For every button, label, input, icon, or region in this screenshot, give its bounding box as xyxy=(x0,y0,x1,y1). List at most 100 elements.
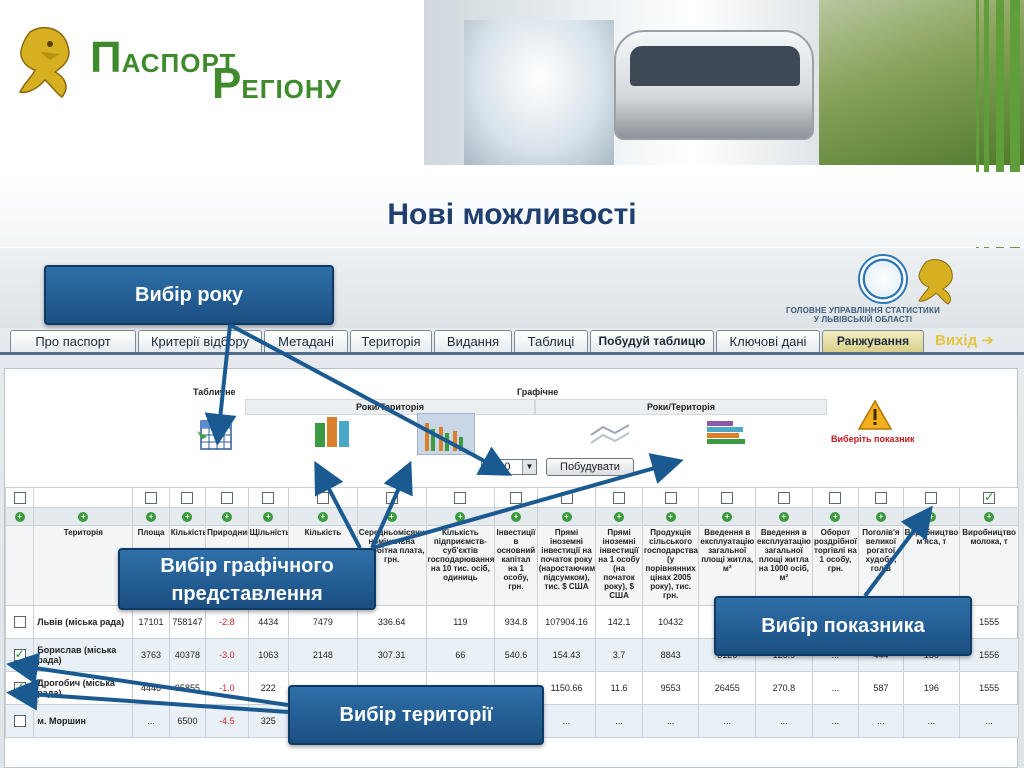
column-checkbox[interactable] xyxy=(560,491,573,504)
plus-icon[interactable]: + xyxy=(182,512,193,522)
column-header[interactable]: Введення в експлуатацію загальної площі … xyxy=(698,525,757,606)
column-checkbox[interactable] xyxy=(721,491,734,504)
column-checkbox[interactable] xyxy=(925,491,938,504)
column-checkbox[interactable] xyxy=(829,491,842,504)
table-cell: 758147 xyxy=(168,605,207,639)
tab-territory[interactable]: Територія xyxy=(350,330,432,352)
column-checkbox[interactable] xyxy=(181,491,194,504)
table-cell: 6500 xyxy=(168,704,207,738)
exit-link[interactable]: Вихід ➔ xyxy=(935,330,994,352)
plus-icon[interactable]: + xyxy=(221,512,232,522)
column-checkbox[interactable] xyxy=(777,491,790,504)
table-view-icon[interactable] xyxy=(195,417,237,453)
row-checkbox[interactable] xyxy=(13,616,26,628)
table-cell: 1063 xyxy=(247,638,290,672)
plus-icon[interactable]: + xyxy=(510,512,521,522)
bus-photo xyxy=(614,30,814,140)
table-cell: -3.0 xyxy=(205,638,249,672)
tab-key-data[interactable]: Ключові дані xyxy=(716,330,820,352)
row-select-cell xyxy=(4,605,35,639)
column-expand-cell: + xyxy=(4,507,35,526)
plus-icon[interactable]: + xyxy=(984,512,995,522)
territory-name: Дрогобич (міська рада) xyxy=(33,671,134,705)
column-header[interactable]: Виробництво м'яса, т xyxy=(902,525,961,606)
column-select-cell xyxy=(132,487,170,508)
column-header[interactable]: Поголів'я великої рогатої худоби, голів xyxy=(858,525,904,606)
line-chart-icon[interactable] xyxy=(589,415,631,451)
callout-territory: Вибір території xyxy=(288,685,544,745)
column-checkbox[interactable] xyxy=(664,491,677,504)
column-checkbox[interactable] xyxy=(454,491,467,504)
column-select-cell xyxy=(425,487,496,508)
tab-criteria[interactable]: Критерії відбору xyxy=(138,330,262,352)
plus-icon[interactable]: + xyxy=(146,512,157,522)
plus-icon[interactable]: + xyxy=(665,512,676,522)
column-header[interactable]: Прямі іноземні інвестиції на початок рок… xyxy=(536,525,597,606)
column-checkbox[interactable] xyxy=(145,491,158,504)
table-cell: 7479 xyxy=(288,605,358,639)
tab-build-table[interactable]: Побудуй таблицю xyxy=(590,330,714,352)
column-header[interactable]: Кількість підприємств-суб'єктів господар… xyxy=(425,525,496,606)
column-checkbox[interactable] xyxy=(220,491,233,504)
column-checkbox[interactable] xyxy=(316,491,329,504)
column-checkbox[interactable] xyxy=(13,491,26,504)
column-header[interactable]: Введення в експлуатацію загальної площі … xyxy=(755,525,813,606)
plus-icon[interactable]: + xyxy=(722,512,733,522)
tab-publications[interactable]: Видання xyxy=(434,330,512,352)
build-button[interactable]: Побудувати xyxy=(546,458,634,476)
tab-ranking[interactable]: Ранжування xyxy=(822,330,924,352)
column-expand-cell: + xyxy=(902,507,961,526)
column-header[interactable]: Виробництво молока, т xyxy=(959,525,1019,606)
plus-icon[interactable]: + xyxy=(926,512,937,522)
plus-icon[interactable]: + xyxy=(561,512,572,522)
row-checkbox[interactable] xyxy=(13,647,26,661)
plus-icon[interactable]: + xyxy=(778,512,789,522)
tab-tables[interactable]: Таблиці xyxy=(514,330,588,352)
column-expand-cell: + xyxy=(959,507,1019,526)
lion-emblem-icon xyxy=(18,26,70,99)
table-cell: 4446 xyxy=(132,671,170,705)
column-checkbox[interactable] xyxy=(385,491,398,504)
column-header[interactable]: Прямі іноземні інвестиції на 1 особу (на… xyxy=(595,525,643,606)
year-select[interactable]: 2010 ▼ xyxy=(481,459,537,475)
select-indicator-warning: Виберіть показник xyxy=(831,434,915,444)
column-header[interactable]: Територія xyxy=(33,525,134,606)
table-cell: 222 xyxy=(247,671,290,705)
column-select-cell xyxy=(959,487,1019,508)
column-checkbox[interactable] xyxy=(262,491,275,504)
column-checkbox[interactable] xyxy=(874,491,887,504)
column-header[interactable]: Продукція сільського господарства (у пор… xyxy=(641,525,700,606)
grouped-bar-chart-icon[interactable] xyxy=(417,413,475,455)
table-cell: ... xyxy=(641,704,700,738)
table-cell: -4.5 xyxy=(205,704,249,738)
table-cell: 11.6 xyxy=(595,671,643,705)
column-expand-cell: + xyxy=(288,507,358,526)
bar-chart-icon[interactable] xyxy=(311,413,353,449)
table-cell: 10432 xyxy=(641,605,700,639)
plus-icon[interactable]: + xyxy=(263,512,274,522)
plus-icon[interactable]: + xyxy=(317,512,328,522)
plus-icon[interactable]: + xyxy=(875,512,886,522)
tab-metadata[interactable]: Метадані xyxy=(264,330,348,352)
column-checkbox[interactable] xyxy=(613,491,626,504)
row-checkbox[interactable] xyxy=(13,680,26,694)
tab-about[interactable]: Про паспорт xyxy=(10,330,136,352)
column-checkbox[interactable] xyxy=(983,490,996,504)
logo-text: АСПОРТ xyxy=(121,48,237,78)
table-cell: 3.7 xyxy=(595,638,643,672)
column-expand-cell: + xyxy=(595,507,643,526)
callout-indicator: Вибір показника xyxy=(714,596,972,656)
column-expand-cell: + xyxy=(356,507,427,526)
plus-icon[interactable]: + xyxy=(830,512,841,522)
column-checkbox[interactable] xyxy=(509,491,522,504)
plus-icon[interactable]: + xyxy=(14,512,25,522)
plus-icon[interactable]: + xyxy=(78,512,89,522)
row-checkbox[interactable] xyxy=(13,715,26,727)
column-header[interactable]: Оборот роздрібної торгівлі на 1 особу, г… xyxy=(811,525,860,606)
plus-icon[interactable]: + xyxy=(386,512,397,522)
stacked-bar-chart-icon[interactable] xyxy=(705,415,747,451)
plus-icon[interactable]: + xyxy=(614,512,625,522)
column-header[interactable]: Інвестиції в основний капітал на 1 особу… xyxy=(494,525,538,606)
plus-icon[interactable]: + xyxy=(455,512,466,522)
column-expand-cell: + xyxy=(33,507,134,526)
